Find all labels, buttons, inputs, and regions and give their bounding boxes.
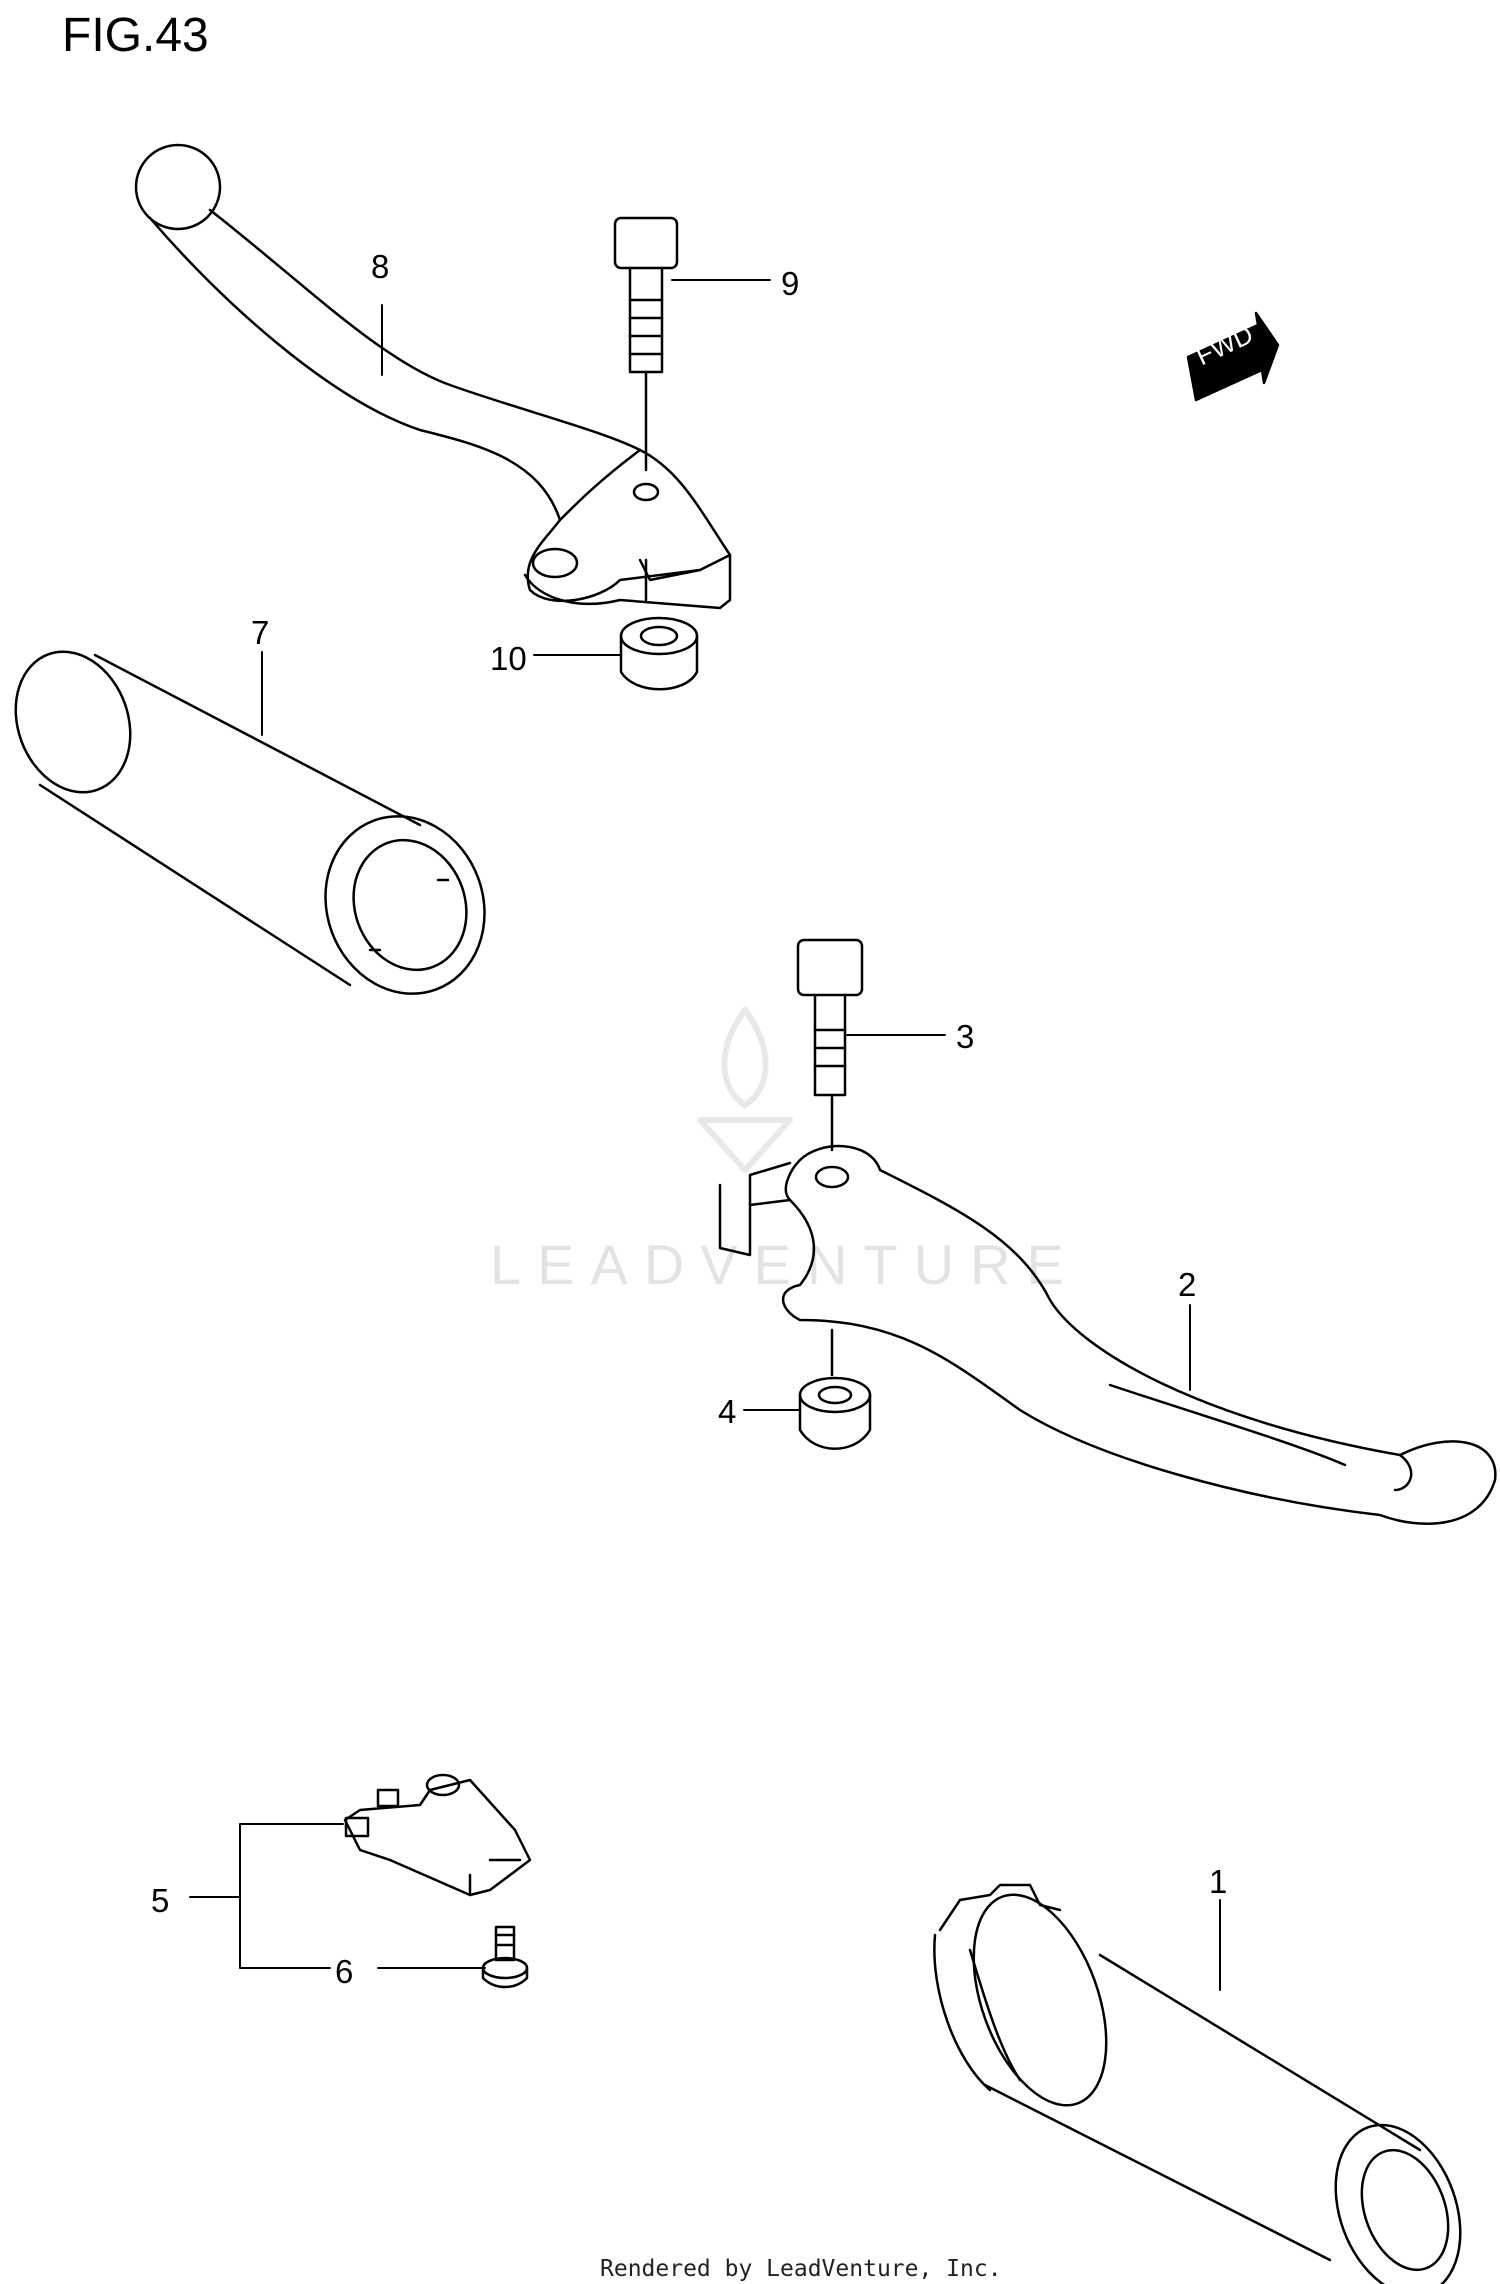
brake-lever-drawing — [718, 1144, 1497, 1525]
watermark-logo-icon — [697, 1007, 793, 1173]
clutch-bolt-drawing — [613, 216, 679, 602]
callout-2: 2 — [1178, 1266, 1197, 1303]
watermark-text: LEADVENTURE — [490, 1233, 1080, 1296]
callout-leaders — [189, 279, 1221, 1991]
callout-1: 1 — [1209, 1863, 1228, 1900]
footer-credit: Rendered by LeadVenture, Inc. — [600, 2256, 1002, 2282]
clutch-nut-drawing — [619, 616, 699, 691]
brake-bolt-drawing — [796, 938, 864, 1152]
callout-3: 3 — [956, 1018, 975, 1055]
callout-4: 4 — [718, 1393, 737, 1430]
throttle-grip-drawing — [933, 1883, 1462, 2284]
clutch-lever-drawing — [134, 143, 732, 610]
switch-screw-drawing — [481, 1925, 529, 1989]
leader-5 — [239, 1823, 344, 1969]
callout-6: 6 — [335, 1953, 354, 1990]
callout-5: 5 — [151, 1882, 170, 1919]
left-grip-drawing — [14, 650, 486, 995]
fwd-arrow-icon — [1186, 311, 1280, 402]
figure-title: FIG.43 — [62, 9, 209, 62]
brake-switch-drawing — [343, 1773, 532, 1897]
callout-9: 9 — [781, 265, 800, 302]
brake-nut-drawing — [798, 1376, 872, 1450]
callout-10: 10 — [490, 640, 527, 677]
callout-7: 7 — [251, 614, 270, 651]
callout-8: 8 — [371, 248, 390, 285]
